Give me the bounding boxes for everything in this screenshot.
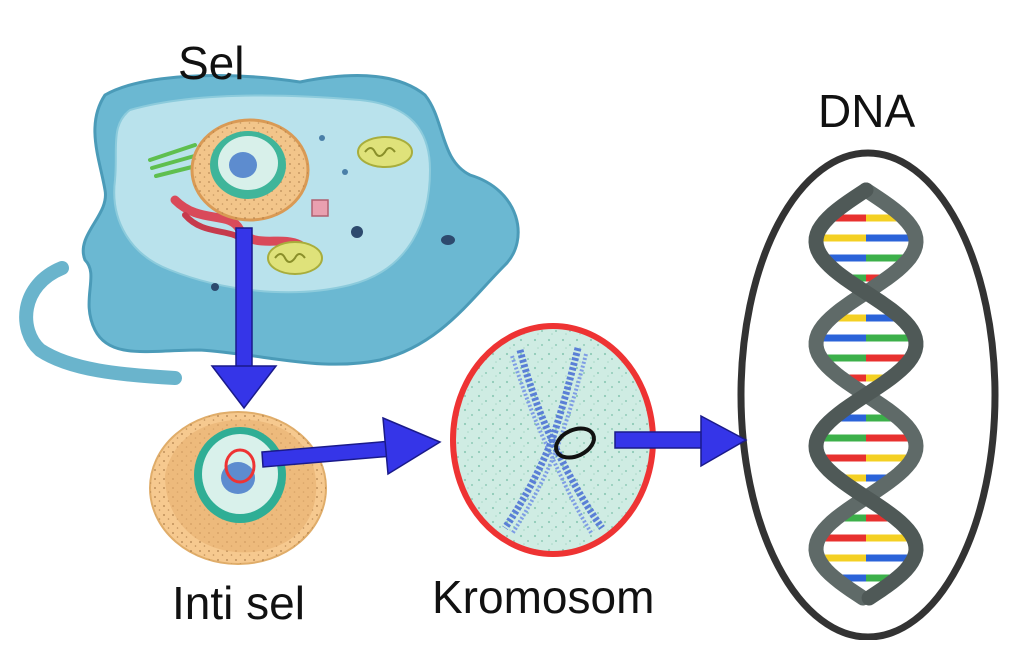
label-chromosome: Kromosom [432, 571, 655, 623]
dna-double-helix-illustration [737, 149, 999, 641]
label-nucleus: Inti sel [172, 577, 305, 629]
arrow-nucleus-to-chromosome [261, 416, 442, 476]
label-cell: Sel [178, 37, 245, 89]
arrow-cell-to-nucleus [210, 227, 278, 410]
arrow-chromosome-to-dna [614, 414, 748, 468]
chromosome-illustration [450, 323, 656, 557]
label-dna: DNA [818, 85, 916, 137]
animal-cell-illustration [19, 74, 520, 385]
nucleus-illustration [149, 411, 327, 565]
